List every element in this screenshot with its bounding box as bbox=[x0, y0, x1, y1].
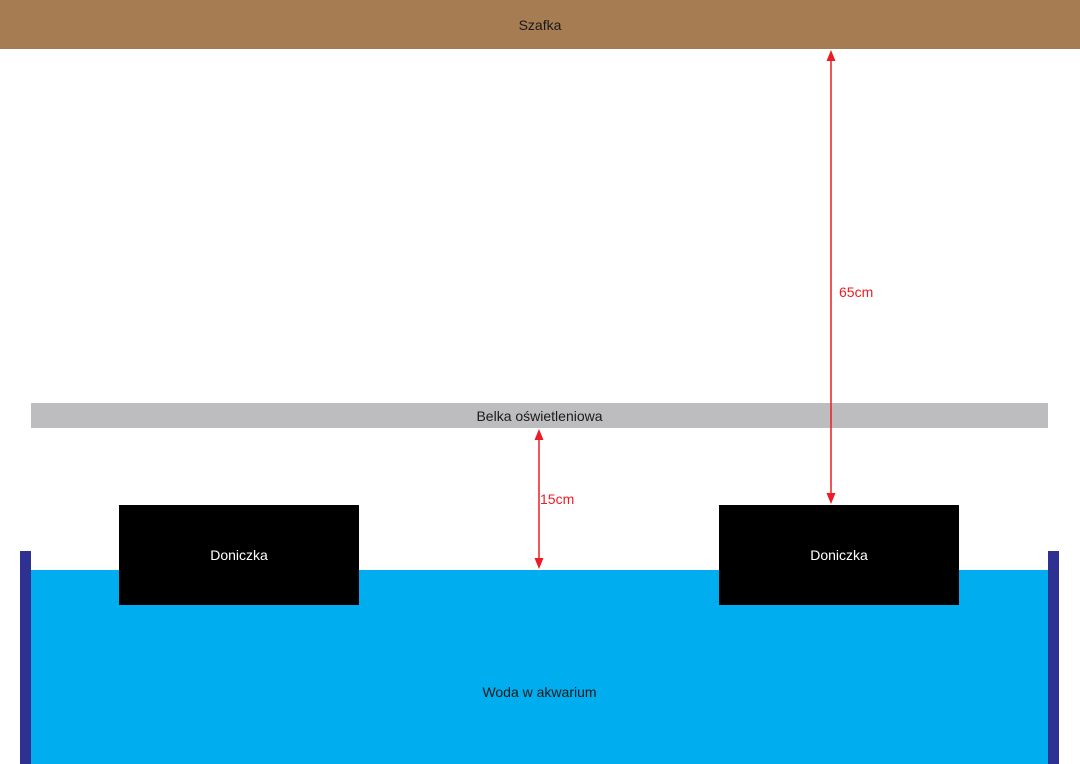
pot-left-label: Doniczka bbox=[210, 547, 268, 563]
pot-right: Doniczka bbox=[719, 505, 959, 605]
dimension-cabinet-to-pot bbox=[826, 50, 836, 504]
dimension-label-15cm: 15cm bbox=[540, 491, 575, 507]
pot-left: Doniczka bbox=[119, 505, 359, 605]
aquarium-wall-right bbox=[1048, 551, 1059, 764]
aquarium-wall-left bbox=[20, 551, 31, 764]
cabinet-label: Szafka bbox=[518, 16, 562, 33]
cabinet: Szafka bbox=[0, 0, 1080, 49]
pot-right-label: Doniczka bbox=[810, 547, 868, 563]
light-bar: Belka oświetleniowa bbox=[31, 403, 1048, 428]
light-bar-label: Belka oświetleniowa bbox=[476, 407, 603, 424]
dimension-label-65cm: 65cm bbox=[839, 284, 874, 300]
water-label: Woda w akwarium bbox=[482, 684, 597, 700]
